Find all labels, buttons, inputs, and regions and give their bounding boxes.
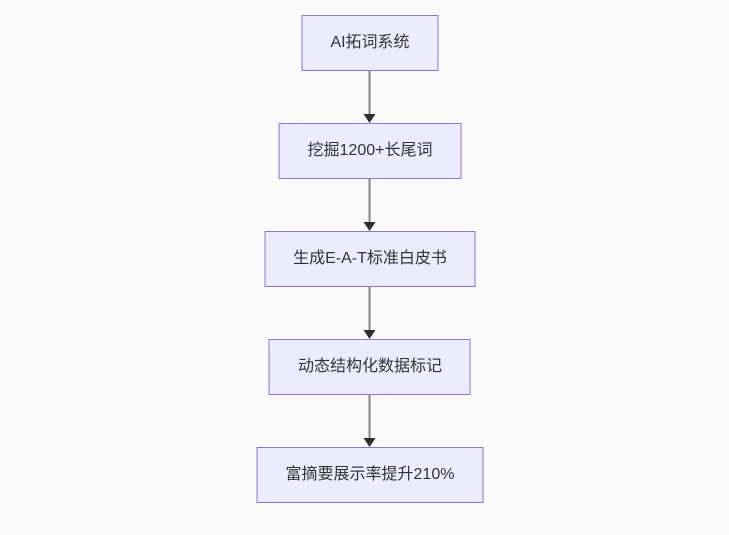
arrow-down-1 [363,71,377,123]
flow-node-ai-word-system: AI拓词系统 [301,15,439,71]
arrowhead-down-icon [364,222,376,231]
flow-node-longtail-mining: 挖掘1200+长尾词 [278,123,462,179]
flow-node-rich-snippet-result: 富摘要展示率提升210% [256,447,484,503]
flow-node-structured-data: 动态结构化数据标记 [268,339,471,395]
arrow-down-4 [363,395,377,447]
arrowhead-down-icon [364,438,376,447]
arrow-down-2 [363,179,377,231]
arrow-line [369,287,371,330]
arrowhead-down-icon [364,114,376,123]
arrow-line [369,71,371,114]
flow-node-eat-whitepaper: 生成E-A-T标准白皮书 [264,231,476,287]
arrow-down-3 [363,287,377,339]
arrow-line [369,179,371,222]
arrow-line [369,395,371,438]
arrowhead-down-icon [364,330,376,339]
flowchart-column: AI拓词系统 挖掘1200+长尾词 生成E-A-T标准白皮书 动态结构化数据标记… [256,15,484,503]
